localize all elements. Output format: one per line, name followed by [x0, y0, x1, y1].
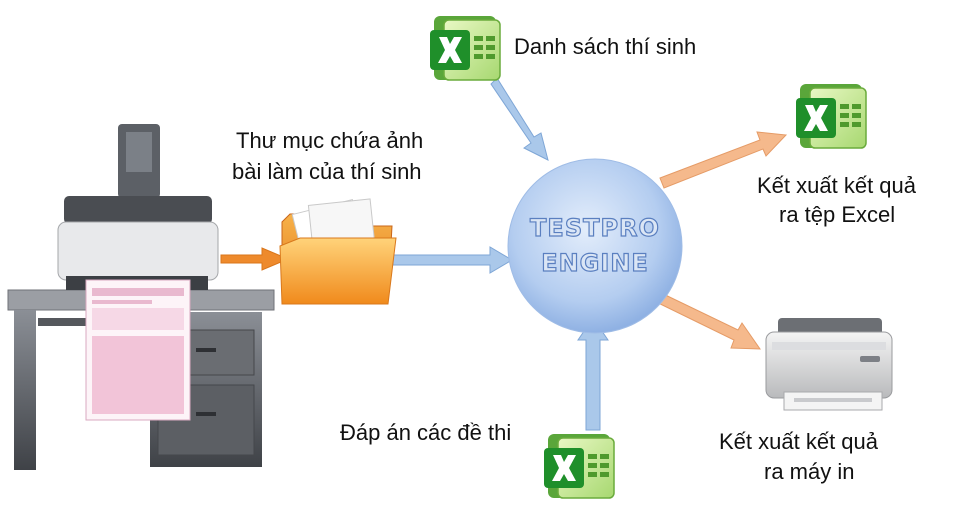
printer-icon	[765, 318, 893, 411]
image-folder-label-line2: bài làm của thí sinh	[232, 159, 422, 184]
excel-output-label-line1: Kết xuất kết quả	[757, 173, 916, 198]
arrow-folder-to-engine	[392, 246, 513, 274]
answer-keys-label: Đáp án các đề thi	[340, 420, 512, 445]
printer-output-label-line2: ra máy in	[764, 459, 855, 484]
arrow-engine-to-excel	[659, 131, 788, 189]
folder-icon	[279, 198, 397, 305]
engine-label-line2: ENGINE	[541, 249, 649, 277]
candidate-list-label: Danh sách thí sinh	[514, 34, 697, 59]
excel-icon	[795, 83, 867, 149]
scanner-icon	[7, 124, 275, 470]
engine-label-line1: TESTPRO	[530, 214, 660, 242]
arrow-candidate-list-to-engine	[490, 77, 549, 161]
arrow-engine-to-printer	[649, 289, 761, 350]
arrow-answer-keys-to-engine	[577, 317, 609, 431]
arrow-scanner-to-folder	[220, 247, 290, 271]
image-folder-label-line1: Thư mục chứa ảnh	[236, 128, 424, 153]
printer-output-label-line1: Kết xuất kết quả	[719, 429, 878, 454]
excel-icon	[543, 433, 615, 499]
excel-icon	[429, 15, 501, 81]
excel-output-label-line2: ra tệp Excel	[779, 202, 896, 227]
testpro-engine	[507, 158, 683, 334]
